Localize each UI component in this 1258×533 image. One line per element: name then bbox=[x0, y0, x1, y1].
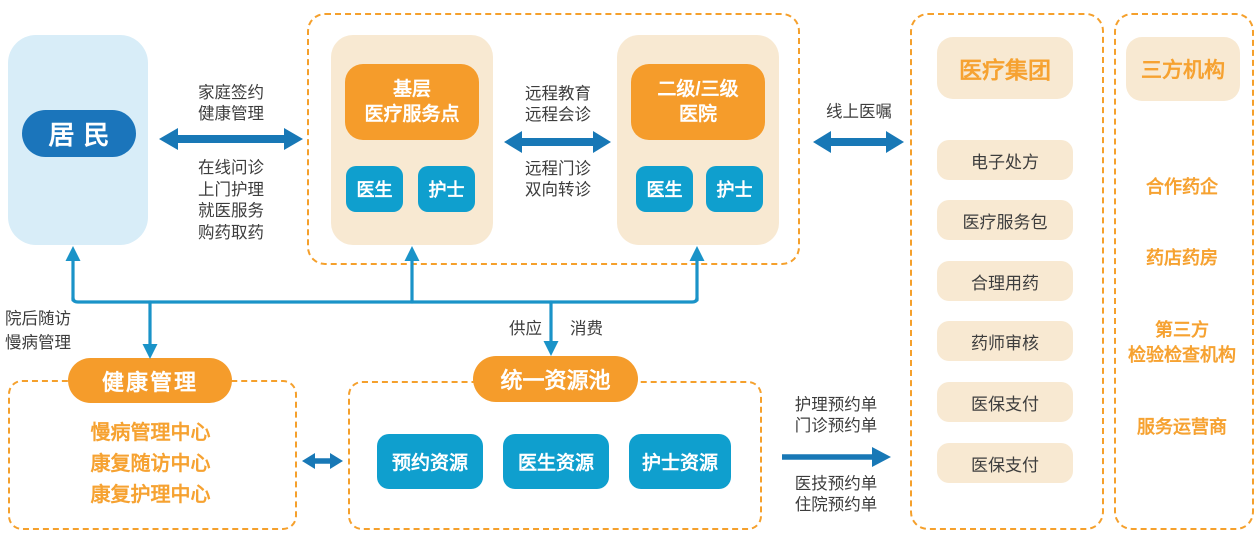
resident-arrow-top-labels: 家庭签约 健康管理 bbox=[198, 84, 264, 123]
hospital-nurse-box: 护士 bbox=[706, 166, 763, 212]
hospital-header: 二级/三级 医院 bbox=[631, 64, 765, 140]
booking-arrow-icon bbox=[782, 447, 891, 467]
health-mgmt-items: 慢病管理中心 康复随访中心 康复护理中心 bbox=[8, 418, 293, 511]
remote-arrow-top-labels: 远程教育 远程会诊 bbox=[525, 85, 591, 124]
med-group-item: 电子处方 bbox=[937, 140, 1073, 180]
primary-doctor-box: 医生 bbox=[346, 166, 403, 212]
resource-pool-item: 医生资源 bbox=[503, 434, 609, 489]
hospital-doctor-box: 医生 bbox=[636, 166, 693, 212]
resource-pool-header: 统一资源池 bbox=[473, 356, 638, 402]
med-group-item: 医保支付 bbox=[937, 443, 1073, 483]
third-party-item: 第三方 检验检查机构 bbox=[1128, 320, 1236, 365]
health-mgmt-item: 康复随访中心 bbox=[90, 453, 211, 475]
third-party-item: 合作药企 bbox=[1146, 177, 1218, 197]
med-group-item: 医保支付 bbox=[937, 382, 1073, 422]
primary-nurse-box: 护士 bbox=[418, 166, 475, 212]
health-pool-double-arrow-icon bbox=[302, 453, 343, 469]
booking-top-labels: 护理预约单 门诊预约单 bbox=[794, 396, 878, 435]
health-mgmt-item: 慢病管理中心 bbox=[90, 422, 211, 444]
med-group-item: 药师审核 bbox=[937, 321, 1073, 361]
followup-labels: 院后随访 慢病管理 bbox=[5, 310, 71, 352]
consume-label: 消费 bbox=[570, 320, 603, 338]
resource-pool-item: 护士资源 bbox=[629, 434, 731, 489]
supply-label: 供应 bbox=[509, 320, 542, 338]
health-mgmt-header: 健康管理 bbox=[68, 358, 232, 403]
third-party-item: 药店药房 bbox=[1146, 248, 1218, 268]
health-mgmt-container bbox=[8, 380, 297, 530]
online-order-double-arrow-icon bbox=[813, 131, 904, 153]
resident-service-double-arrow-icon bbox=[159, 128, 303, 150]
remote-arrow-bottom-labels: 远程门诊 双向转诊 bbox=[525, 160, 591, 199]
primary-site-header: 基层 医疗服务点 bbox=[345, 64, 479, 140]
med-group-header: 医疗集团 bbox=[937, 37, 1073, 99]
health-mgmt-item: 康复护理中心 bbox=[90, 484, 211, 506]
resource-pool-item: 预约资源 bbox=[377, 434, 483, 489]
med-group-item: 医疗服务包 bbox=[937, 200, 1073, 240]
booking-bottom-labels: 医技预约单 住院预约单 bbox=[794, 475, 878, 514]
third-party-header: 三方机构 bbox=[1126, 37, 1240, 101]
resident-pill: 居民 bbox=[22, 110, 136, 157]
resident-label: 居民 bbox=[48, 120, 119, 150]
third-party-item: 服务运营商 bbox=[1137, 417, 1227, 437]
online-order-label: 线上医嘱 bbox=[826, 103, 892, 121]
resident-arrow-bottom-labels: 在线问诊 上门护理 就医服务 购药取药 bbox=[198, 159, 264, 242]
med-group-item: 合理用药 bbox=[937, 261, 1073, 301]
